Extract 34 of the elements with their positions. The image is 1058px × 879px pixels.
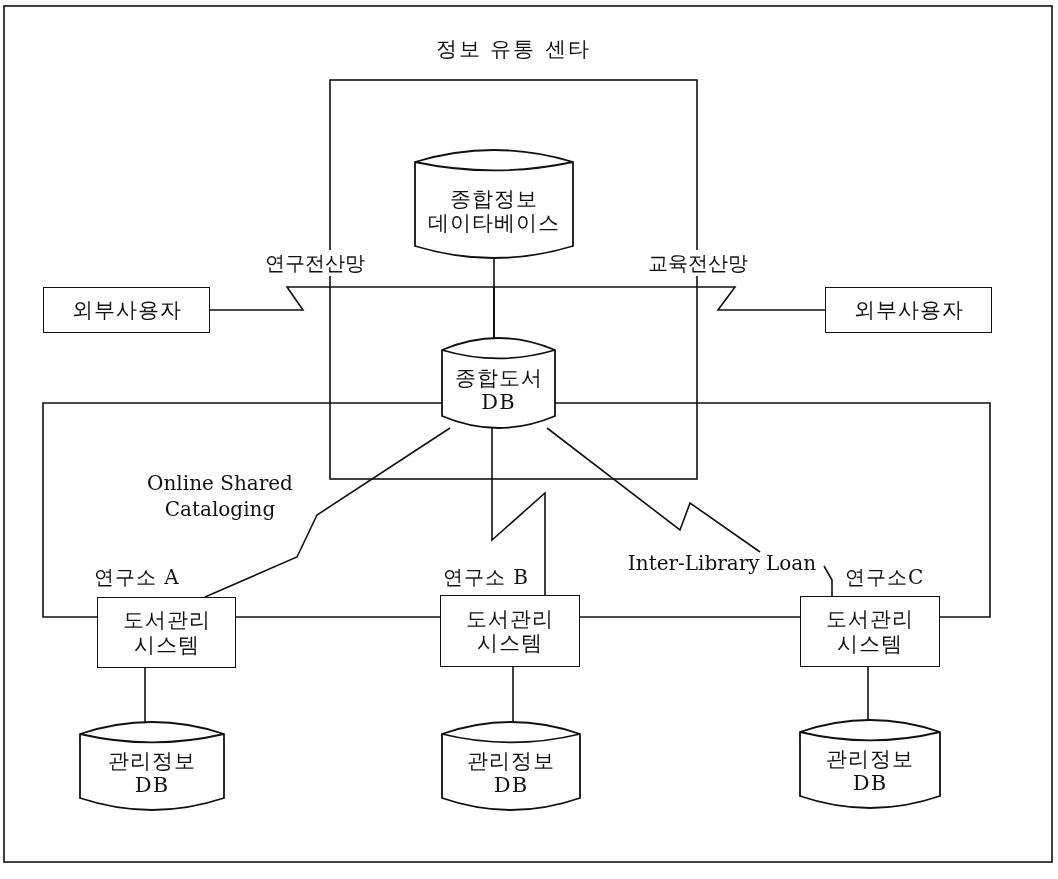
network-link: [546, 427, 761, 553]
link-label: Inter-Library Loan: [626, 552, 818, 575]
connector-line: [512, 666, 514, 723]
node-label: 도서관리 시스템: [465, 606, 555, 656]
connector-line: [144, 667, 146, 723]
site-label: 연구소C: [845, 564, 925, 591]
database-cylinder: [800, 720, 940, 808]
network-link: [554, 402, 991, 618]
database-cylinder: [80, 722, 224, 810]
connector-line: [235, 616, 441, 618]
site-label: 연구소 A: [94, 564, 180, 591]
node-label: 외부사용자: [853, 297, 964, 323]
node-label: 관리정보 DB: [466, 748, 556, 798]
connector-line: [823, 565, 833, 597]
system-box: [43, 287, 210, 333]
node-label: 관리정보 DB: [825, 746, 915, 796]
node-label: 도서관리 시스템: [121, 608, 212, 657]
network-link: [491, 427, 546, 596]
database-cylinder: [442, 338, 555, 428]
node-label: 도서관리 시스템: [825, 607, 915, 656]
node-label: 종합정보 데이타베이스: [427, 186, 561, 236]
node-label: 종합도서 DB: [453, 365, 544, 415]
network-link: [493, 286, 826, 339]
database-cylinder: [415, 150, 573, 258]
database-cylinder: [442, 722, 580, 810]
network-link: [42, 402, 443, 618]
network-link: [204, 427, 451, 598]
node-label: 관리정보 DB: [107, 748, 197, 798]
site-label: 연구소 B: [443, 564, 530, 591]
system-box: [825, 287, 992, 333]
node-label: 외부사용자: [71, 297, 182, 323]
connector-line: [579, 616, 801, 618]
region-title: 정보 유통 센타: [434, 36, 593, 63]
connector-line: [867, 666, 869, 721]
